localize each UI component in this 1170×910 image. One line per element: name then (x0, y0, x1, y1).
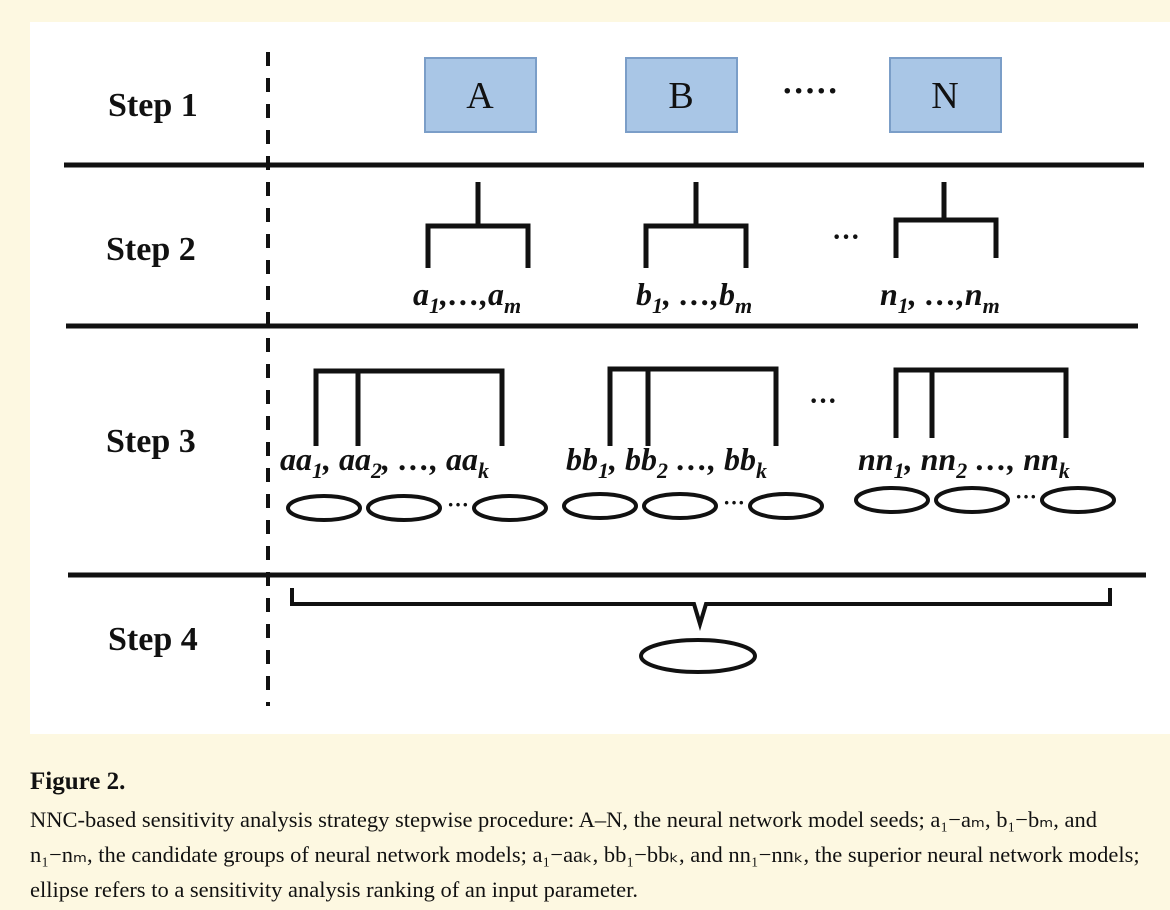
seed-box-a: A (424, 57, 537, 133)
ellipse-icon (472, 494, 548, 522)
step2-bracket-b (643, 182, 749, 268)
ellipse-icon (562, 492, 638, 520)
seed-box-n: N (889, 57, 1002, 133)
seed-box-n-label: N (931, 75, 958, 117)
ellipse-icon (748, 492, 824, 520)
seed-box-a-label: A (466, 75, 494, 117)
caption-title: Figure 2. (30, 768, 126, 795)
figure-panel (30, 22, 1170, 734)
step2-label-n: n1, …,nm (880, 276, 1000, 318)
step2-label-a: a1,…,am (413, 276, 521, 318)
step1-ellipsis: ····· (782, 73, 839, 110)
step-3-label: Step 3 (106, 423, 196, 460)
step2-bracket-a (425, 182, 531, 268)
ellipse-icon (286, 494, 362, 522)
step3-label-b: bb1, bb2 …, bbk (566, 441, 767, 483)
seed-box-b-label: B (668, 75, 693, 117)
step-2-label: Step 2 (106, 231, 196, 268)
figure-caption: Figure 2. NNC-based sensitivity analysis… (30, 768, 1155, 907)
step-1-label: Step 1 (108, 87, 198, 124)
step3-ellipse-dots-b: ··· (723, 490, 745, 515)
step2-bracket-n (893, 182, 999, 258)
step4-ellipse-icon (639, 638, 757, 674)
step3-ellipse-dots-a: ··· (447, 492, 469, 517)
step3-ellipsis: ··· (809, 386, 837, 417)
step4-brace (290, 588, 1112, 631)
step3-comb-a (313, 368, 505, 446)
ellipse-icon (854, 486, 930, 514)
step3-ellipses-a (286, 494, 548, 522)
step3-ellipse-dots-n: ··· (1015, 484, 1037, 509)
step2-ellipsis: ··· (832, 222, 860, 253)
step3-ellipses-n (854, 486, 1116, 514)
nnc-diagram: Step 1 Step 2 Step 3 Step 4 A B ····· N … (64, 52, 1146, 706)
ellipse-icon (934, 486, 1010, 514)
ellipse-icon (366, 494, 442, 522)
step3-comb-n (893, 367, 1069, 438)
step2-label-b: b1, …,bm (636, 276, 752, 318)
step-4-label: Step 4 (108, 621, 198, 658)
ellipse-icon (642, 492, 718, 520)
step3-label-n: nn1, nn2 …, nnk (858, 441, 1070, 483)
ellipse-icon (1040, 486, 1116, 514)
step3-comb-b (607, 366, 779, 446)
step3-label-a: aa1, aa2, …, aak (280, 441, 489, 483)
seed-box-b: B (625, 57, 738, 133)
step3-ellipses-b (562, 492, 824, 520)
caption-text: NNC-based sensitivity analysis strategy … (30, 807, 1140, 902)
